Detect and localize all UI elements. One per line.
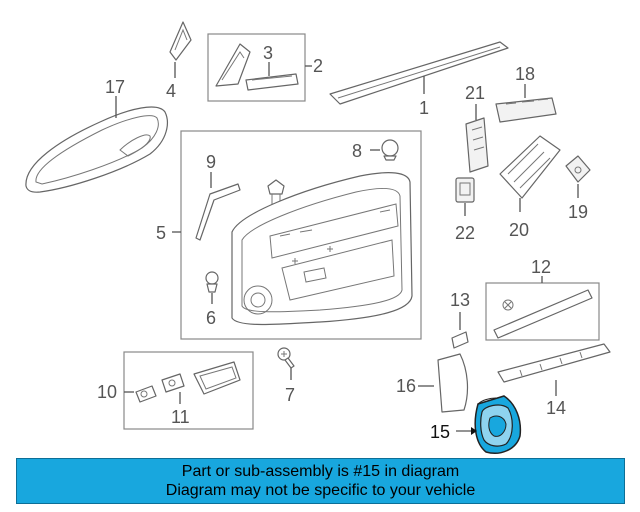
- callout-5[interactable]: 5: [156, 223, 166, 243]
- banner-line-2: Diagram may not be specific to your vehi…: [165, 482, 476, 499]
- callout-9[interactable]: 9: [206, 152, 216, 172]
- parts-diagram: 4 3 2 1 17 18 21 20: [25, 21, 611, 454]
- callout-12[interactable]: 12: [531, 257, 551, 277]
- callout-13[interactable]: 13: [450, 290, 470, 310]
- callout-4[interactable]: 4: [166, 81, 176, 101]
- info-banner: Part or sub-assembly is #15 in diagram D…: [16, 458, 625, 504]
- part-17-armrest-panel[interactable]: [25, 106, 168, 193]
- callout-3[interactable]: 3: [263, 43, 273, 63]
- part-10-bulb-socket[interactable]: [135, 385, 157, 403]
- callout-6[interactable]: 6: [206, 308, 216, 328]
- part-7-screw[interactable]: [277, 347, 295, 369]
- part-8-push-clip[interactable]: [381, 139, 399, 161]
- part-19-small-switch[interactable]: [565, 155, 591, 183]
- callout-1[interactable]: 1: [419, 98, 429, 118]
- part-13-bracket[interactable]: [451, 331, 469, 349]
- banner-line-1: Part or sub-assembly is #15 in diagram: [181, 463, 460, 480]
- part-15-speaker-grille[interactable]: [474, 395, 522, 454]
- part-14-long-molding[interactable]: [497, 343, 611, 383]
- part-3-trim-strip[interactable]: [245, 73, 299, 91]
- callout-19[interactable]: 19: [568, 202, 588, 222]
- callout-16[interactable]: 16: [396, 376, 416, 396]
- part-9-trim-strip[interactable]: [195, 183, 241, 241]
- group-box-5: [180, 130, 422, 340]
- part-1-sill-strip[interactable]: [329, 41, 509, 105]
- part-11-bulb[interactable]: [161, 373, 185, 393]
- part-20-switch-panel[interactable]: [499, 135, 561, 199]
- part-22-small-switch[interactable]: [455, 177, 475, 203]
- callout-17[interactable]: 17: [105, 77, 125, 97]
- callout-20[interactable]: 20: [509, 220, 529, 240]
- part-16-cover-panel[interactable]: [437, 353, 469, 413]
- part-4-corner-cover[interactable]: [169, 21, 192, 61]
- callout-15[interactable]: 15: [430, 422, 450, 442]
- callout-10[interactable]: 10: [97, 382, 117, 402]
- callout-7[interactable]: 7: [285, 385, 295, 405]
- part-6-clip[interactable]: [205, 271, 219, 293]
- callout-18[interactable]: 18: [515, 64, 535, 84]
- part-18-window-switch[interactable]: [495, 97, 557, 123]
- callout-2[interactable]: 2: [313, 56, 323, 76]
- part-courtesy-lamp[interactable]: [193, 361, 241, 395]
- part-12-trim-molding[interactable]: [493, 289, 593, 339]
- callout-22[interactable]: 22: [455, 223, 475, 243]
- callout-21[interactable]: 21: [465, 83, 485, 103]
- callout-11[interactable]: 11: [171, 407, 190, 427]
- part-2-mirror-cover[interactable]: [215, 43, 251, 87]
- group-box-10-11: [123, 351, 254, 430]
- group-box-2-3: [207, 33, 306, 102]
- part-5-door-trim-panel[interactable]: [231, 172, 413, 326]
- leader-15-arrowhead: [471, 427, 477, 435]
- callout-8[interactable]: 8: [352, 141, 362, 161]
- callout-14[interactable]: 14: [546, 398, 566, 418]
- part-21-vertical-switch[interactable]: [465, 117, 489, 173]
